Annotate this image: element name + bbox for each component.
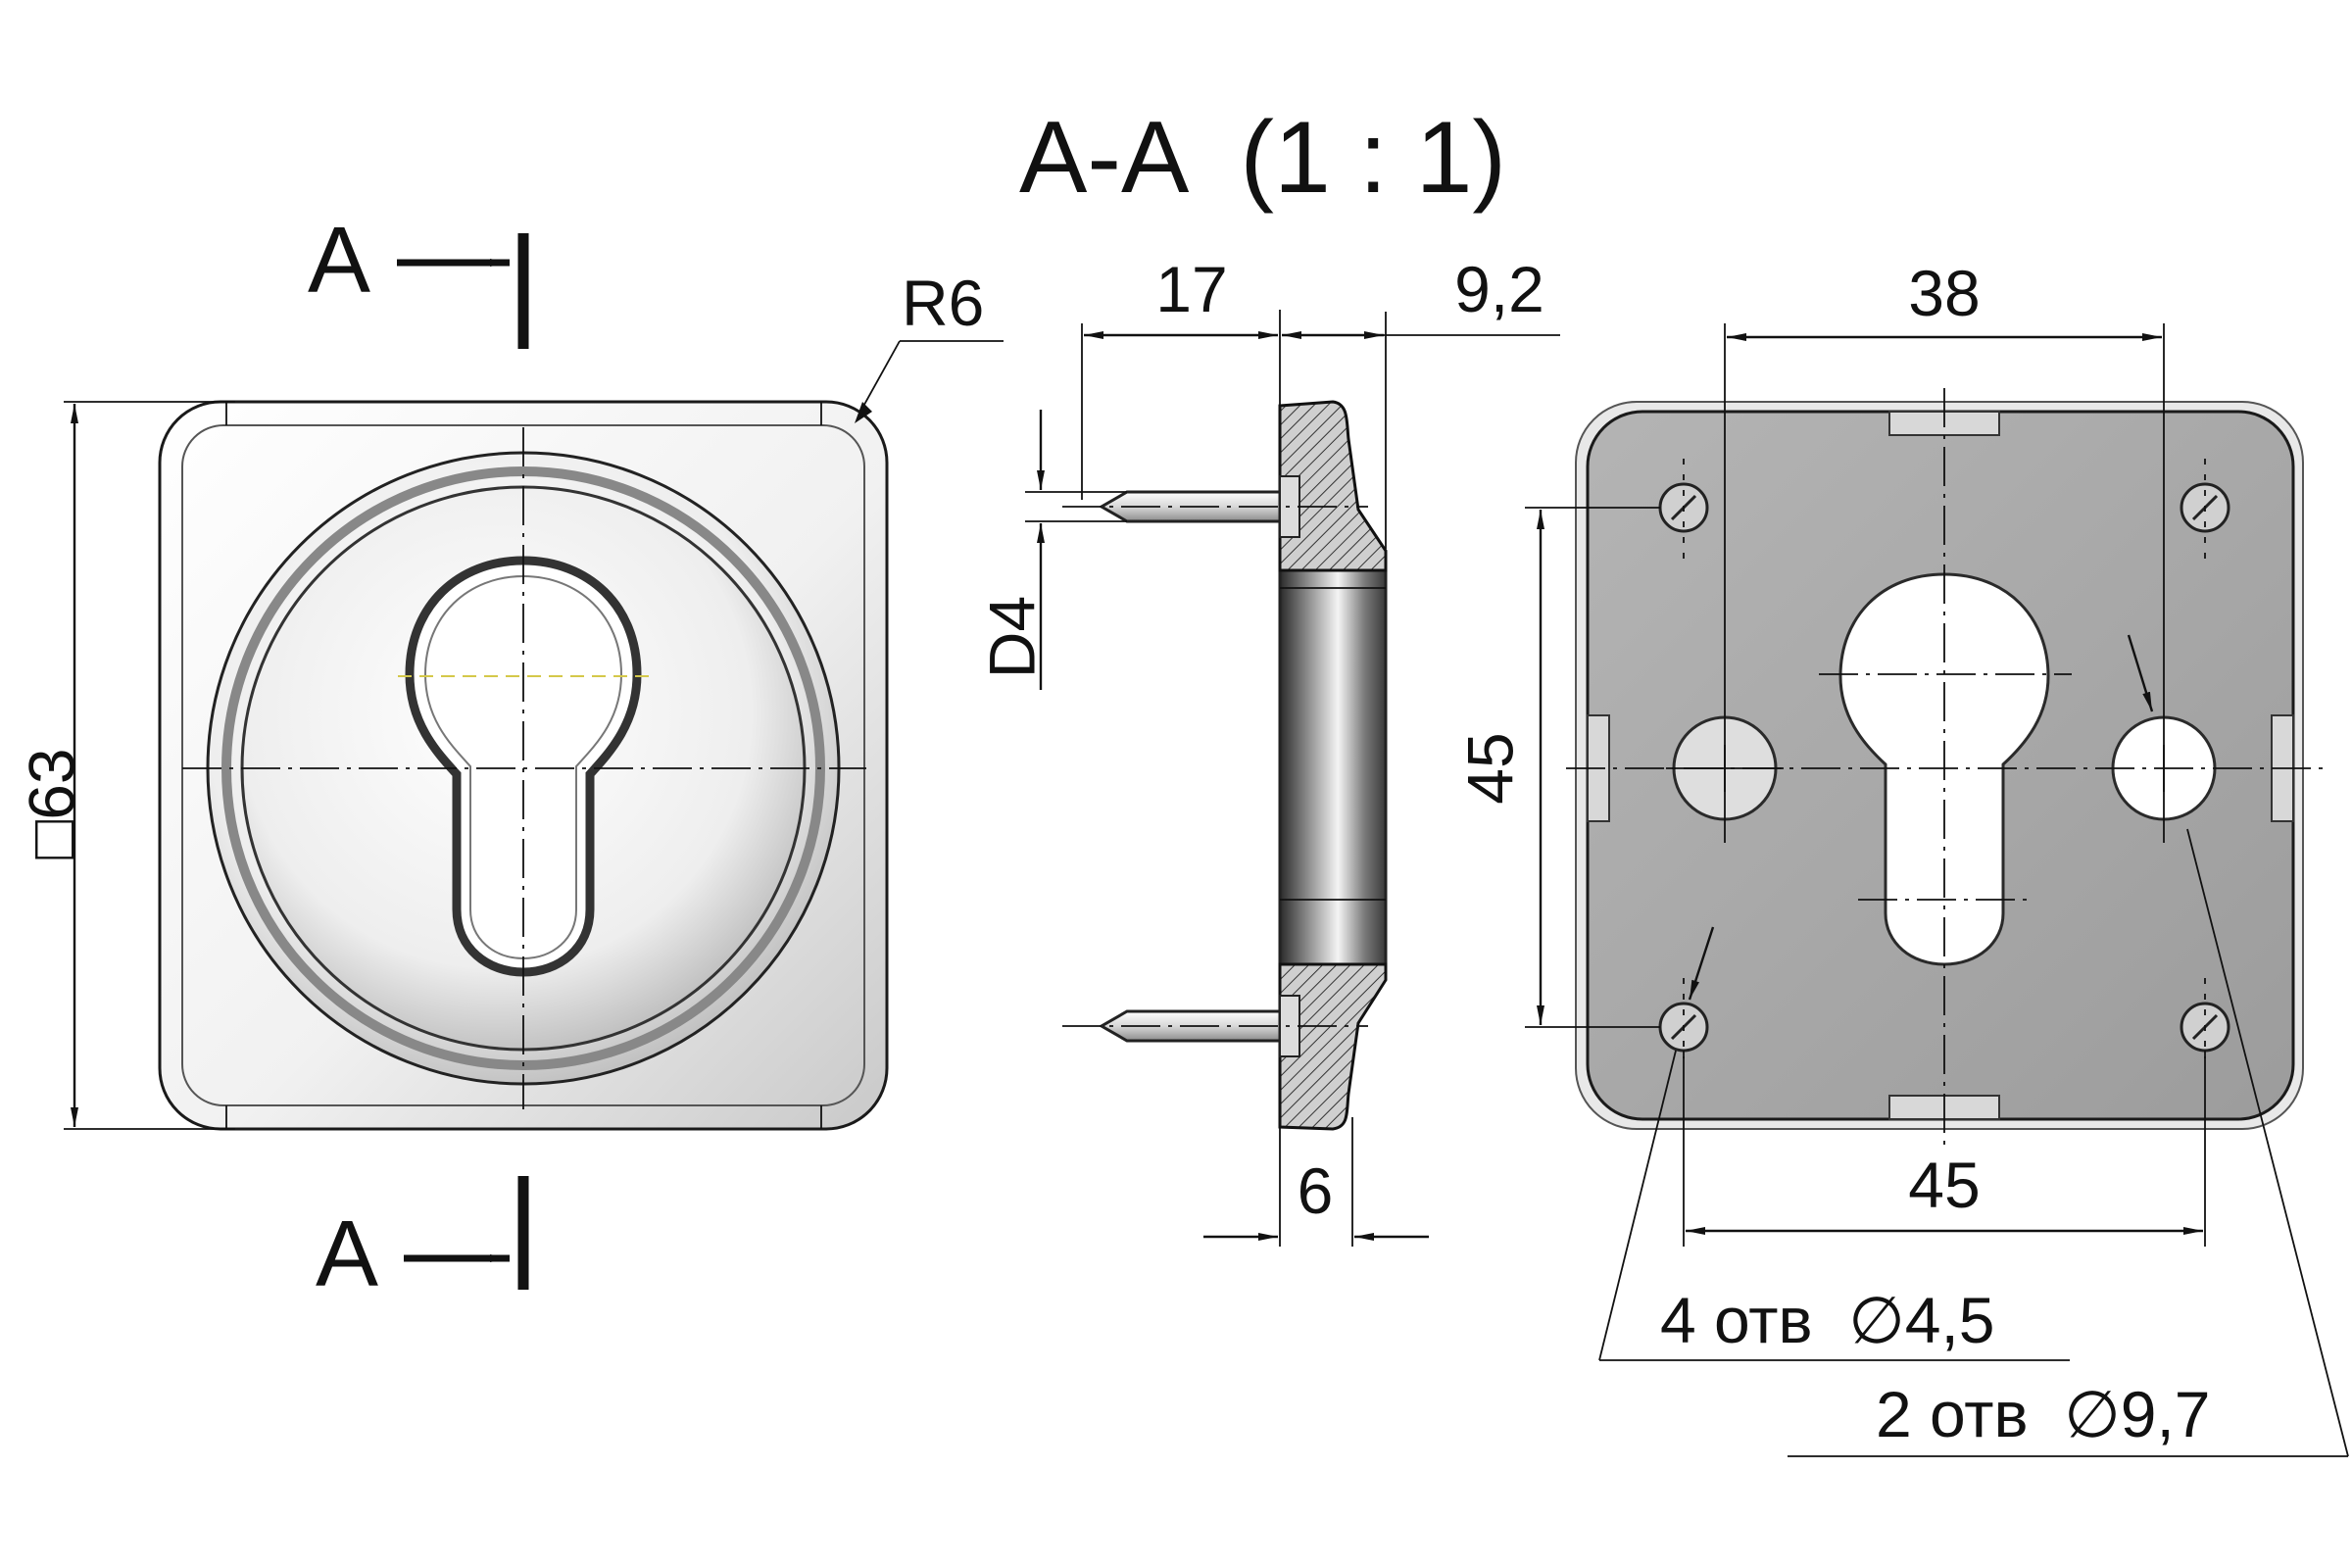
dim-depth-17: 17 [1155, 253, 1227, 325]
section-title: A-A (1 : 1) [1019, 101, 1506, 215]
dim-small-holes-45-horizontal: 45 [1908, 1149, 1980, 1221]
note-small-holes: 4 отв ∅4,5 [1660, 1284, 1995, 1356]
section-mark-top: A [308, 208, 370, 313]
side-flange-bottom [1278, 962, 1388, 1131]
side-sleeve [1278, 568, 1388, 966]
dim-pin-d4: D4 [975, 596, 1048, 678]
front-view: A A □63 R6 [15, 208, 1004, 1306]
dim-radius-r6: R6 [902, 267, 984, 339]
side-section-view: 17 9,2 D4 6 [975, 253, 1560, 1247]
dim-small-holes-45-vertical: 45 [1453, 732, 1526, 804]
side-flange-top [1278, 400, 1388, 572]
dim-large-holes-38: 38 [1908, 257, 1980, 329]
section-mark-bottom: A [316, 1201, 378, 1306]
note-large-holes: 2 отв ∅9,7 [1876, 1378, 2211, 1450]
dim-depth-9-2: 9,2 [1454, 253, 1544, 325]
dim-size-63: □63 [15, 748, 87, 858]
back-view: 38 45 45 4 отв ∅4,5 2 отв ∅9,7 [1453, 257, 2349, 1457]
dim-flange-6: 6 [1298, 1154, 1334, 1227]
